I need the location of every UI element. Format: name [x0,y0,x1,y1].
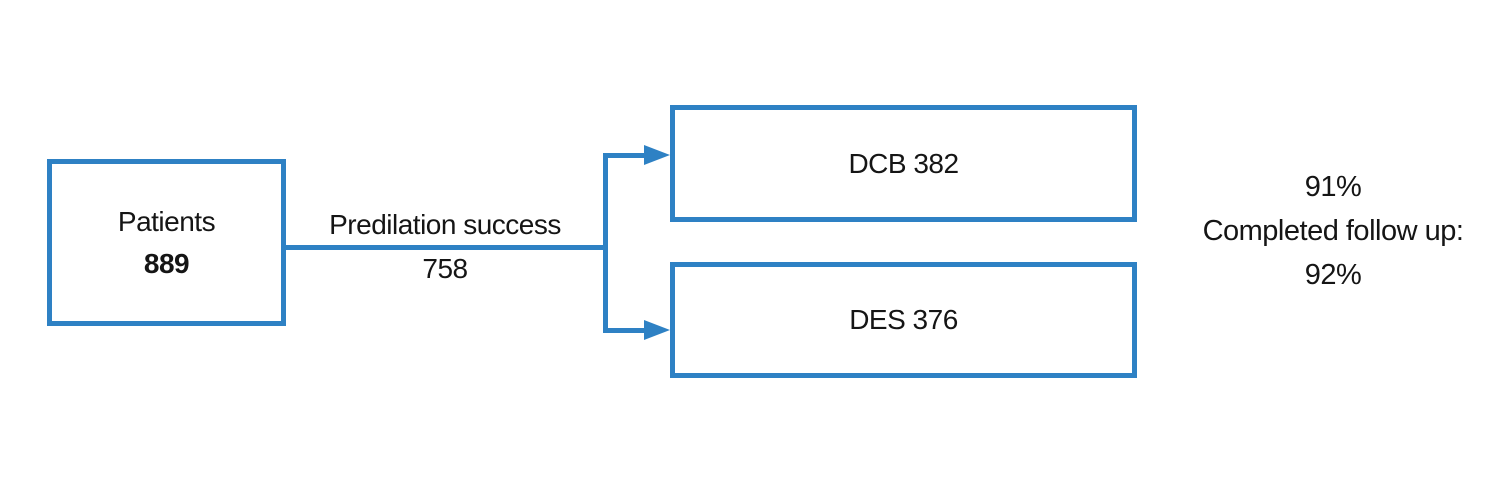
des-box: DES 376 [670,262,1137,378]
branch-bottom-line [603,328,648,333]
followup-line3: 92% [1304,259,1362,291]
branch-top-line [603,153,648,158]
arrow-right-bottom-icon [644,320,670,340]
dcb-label: DCB 382 [848,147,959,179]
connector-value: 758 [422,253,468,284]
patients-label: Patients [117,205,216,237]
patients-value: 889 [143,247,190,279]
connector-line [285,245,608,250]
patients-box: Patients 889 [47,159,286,326]
branch-vertical-line [603,153,608,333]
dcb-box: DCB 382 [670,105,1137,222]
followup-line2: Completed follow up: [1202,215,1464,247]
connector-label: Predilation success [329,209,561,240]
des-label: DES 376 [849,304,958,335]
followup-text: 91% Completed follow up: 92% [1160,165,1506,297]
arrow-right-top-icon [644,145,670,165]
followup-line1: 91% [1304,171,1362,203]
